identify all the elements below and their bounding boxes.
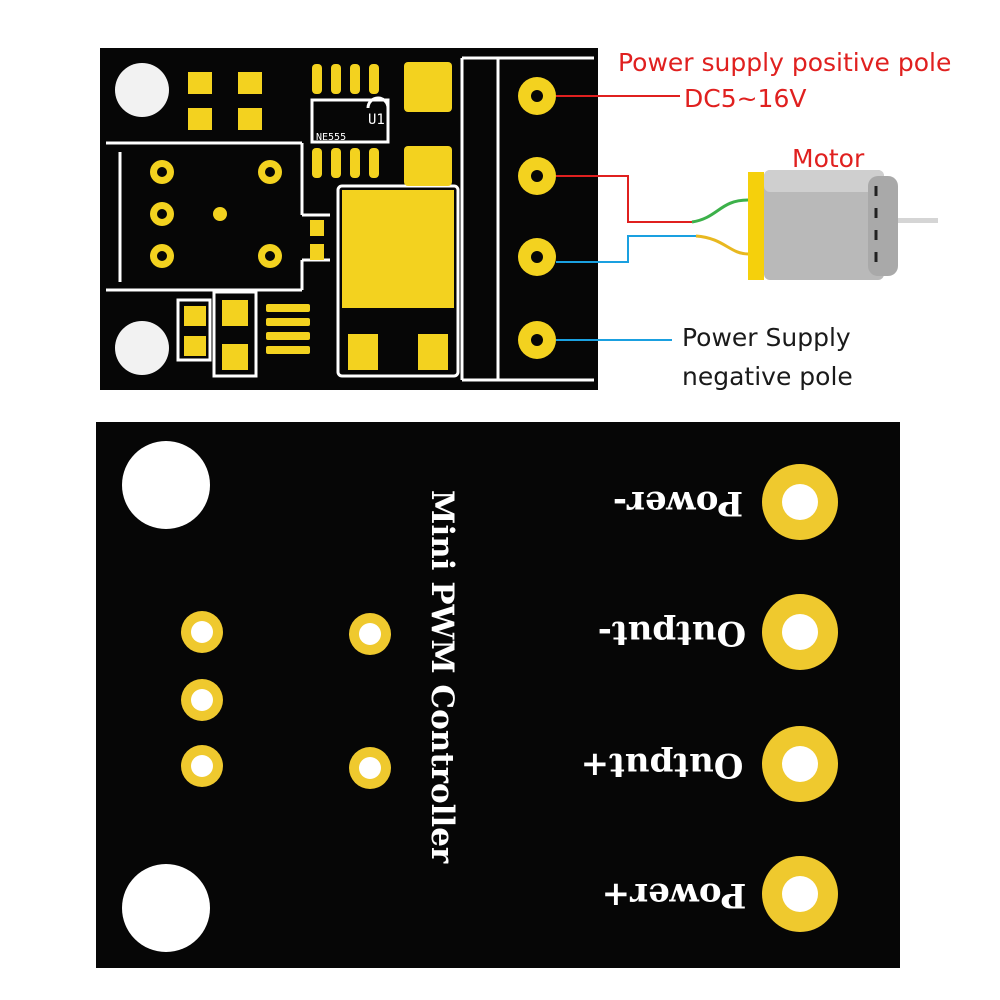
annotation-positive-pole: Power supply positive pole — [618, 48, 952, 77]
chip-marking: U1 — [368, 112, 385, 128]
terminal-rings-bottom — [762, 464, 838, 932]
board-title: Mini PWM Controller — [424, 490, 460, 864]
annotation-voltage: DC5~16V — [684, 84, 807, 113]
mounting-hole — [115, 63, 169, 117]
annotation-negative-pole-line1: Power Supply — [682, 323, 851, 352]
terminal-pads-top — [518, 77, 556, 359]
th-pads-left — [150, 160, 282, 268]
bottom-pcb-board: Mini PWM Controller Power- Output- Outpu… — [96, 422, 900, 968]
wiring — [556, 95, 749, 341]
chip-part-number: NE555 — [316, 132, 346, 143]
mounting-hole — [115, 321, 169, 375]
pin-label-output-negative: Output- — [598, 613, 746, 653]
mounting-hole — [122, 441, 210, 529]
mounting-hole — [122, 864, 210, 952]
top-pcb-board: U1 NE555 — [100, 48, 598, 390]
annotation-motor: Motor — [792, 144, 865, 173]
wire-output-negative — [556, 235, 696, 263]
pin-label-output-positive: Output+ — [581, 745, 744, 785]
smd-pads — [184, 62, 454, 370]
annotation-negative-pole-line2: negative pole — [682, 362, 853, 391]
motor — [748, 170, 938, 280]
top-silkscreen-lines — [106, 56, 594, 382]
wire-output-positive — [556, 175, 692, 223]
pin-label-power-positive: Power+ — [602, 875, 747, 915]
pin-label-power-negative: Power- — [613, 483, 743, 523]
th-pads-bottom — [181, 611, 391, 789]
